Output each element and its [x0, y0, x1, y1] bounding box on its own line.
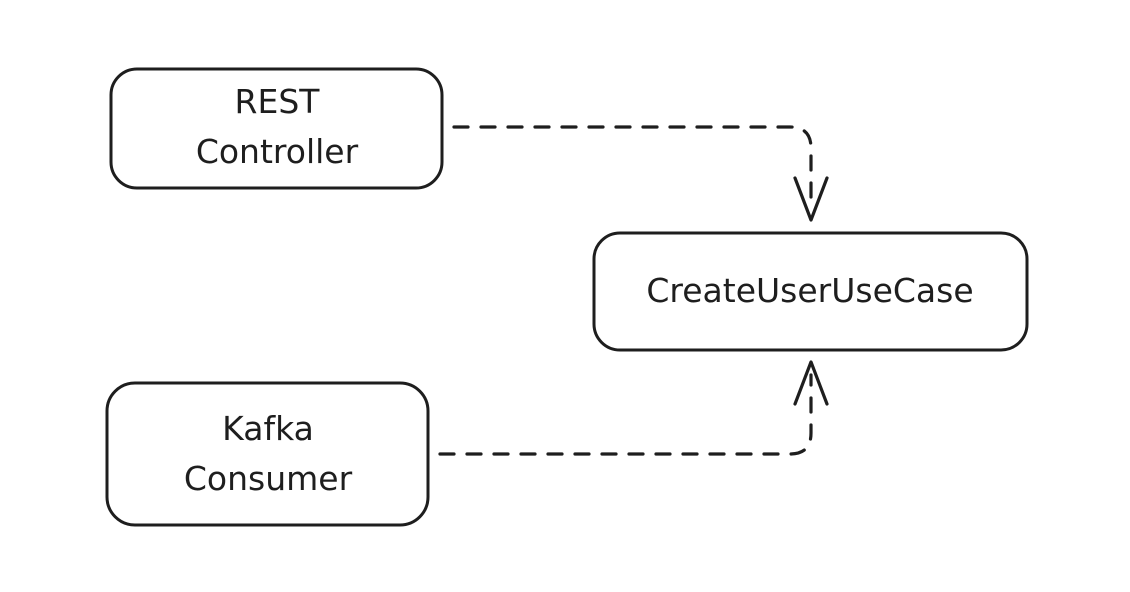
edge-kafka-to-usecase-line	[438, 373, 813, 456]
edge-rest-to-usecase-line	[452, 125, 813, 210]
node-create-user-use-case-box	[592, 231, 1029, 352]
node-rest-controller-label-line2: Controller	[196, 132, 359, 171]
edge-kafka-to-usecase-arrowhead	[793, 360, 829, 406]
edge-kafka-to-usecase	[438, 360, 829, 456]
node-rest-controller-label-line1: REST	[235, 82, 321, 121]
node-rest-controller: REST Controller	[109, 67, 444, 190]
node-create-user-use-case: CreateUserUseCase	[592, 231, 1029, 352]
node-kafka-consumer: Kafka Consumer	[105, 381, 430, 527]
node-create-user-use-case-label: CreateUserUseCase	[646, 271, 973, 310]
edge-rest-to-usecase	[452, 125, 829, 222]
node-rest-controller-box	[109, 67, 444, 190]
edge-rest-to-usecase-arrowhead	[793, 176, 829, 222]
node-kafka-consumer-label-line1: Kafka	[222, 409, 314, 448]
node-kafka-consumer-box	[105, 381, 430, 527]
node-kafka-consumer-label-line2: Consumer	[184, 459, 353, 498]
